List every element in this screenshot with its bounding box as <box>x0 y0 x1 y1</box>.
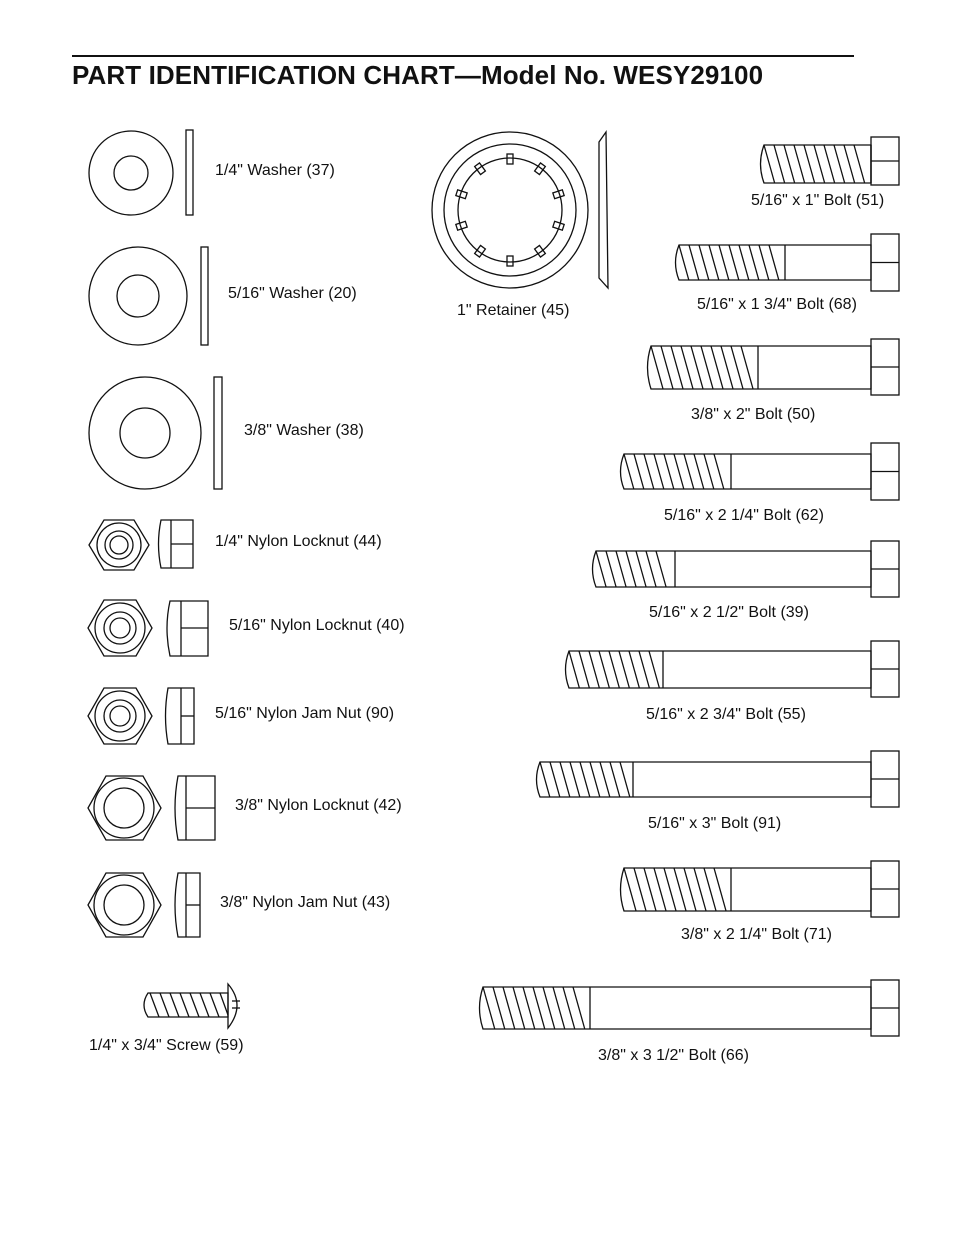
jamnut-43-drawing <box>87 872 201 938</box>
bolt-91-label: 5/16" x 3" Bolt (91) <box>648 815 782 832</box>
washer-37-drawing <box>88 129 194 216</box>
bolt-39-drawing <box>591 540 900 598</box>
washer-38-label: 3/8" Washer (38) <box>244 422 364 439</box>
bolt-68-drawing <box>674 233 900 292</box>
washer-20-drawing <box>88 246 209 346</box>
bolt-55-label: 5/16" x 2 3/4" Bolt (55) <box>646 706 806 723</box>
bolt-71-label: 3/8" x 2 1/4" Bolt (71) <box>681 926 832 943</box>
retainer-45-drawing <box>431 129 609 290</box>
screw-59-label: 1/4" x 3/4" Screw (59) <box>89 1037 244 1054</box>
washer-20-label: 5/16" Washer (20) <box>228 285 357 302</box>
locknut-44-label: 1/4" Nylon Locknut (44) <box>215 533 382 550</box>
bolt-62-drawing <box>619 442 900 501</box>
washer-38-drawing <box>88 376 223 490</box>
washer-37-label: 1/4" Washer (37) <box>215 162 335 179</box>
locknut-40-drawing <box>87 599 209 657</box>
bolt-71-drawing <box>619 860 900 918</box>
title-rule <box>72 55 854 57</box>
bolt-39-label: 5/16" x 2 1/2" Bolt (39) <box>649 604 809 621</box>
bolt-68-label: 5/16" x 1 3/4" Bolt (68) <box>697 296 857 313</box>
page-title: PART IDENTIFICATION CHART—Model No. WESY… <box>72 60 764 90</box>
bolt-62-label: 5/16" x 2 1/4" Bolt (62) <box>664 507 824 524</box>
bolt-51-drawing <box>759 136 900 186</box>
retainer-45-label: 1" Retainer (45) <box>457 302 570 319</box>
bolt-38x2-drawing <box>646 338 900 396</box>
bolt-66-drawing <box>478 979 900 1037</box>
bolt-55-drawing <box>564 640 900 698</box>
bolt-66-label: 3/8" x 3 1/2" Bolt (66) <box>598 1047 749 1064</box>
locknut-44-drawing <box>88 519 194 571</box>
jamnut-43-label: 3/8" Nylon Jam Nut (43) <box>220 894 391 911</box>
bolt-50-label: 3/8" x 2" Bolt (50) <box>691 406 816 423</box>
jamnut-90-label: 5/16" Nylon Jam Nut (90) <box>215 705 395 722</box>
locknut-40-label: 5/16" Nylon Locknut (40) <box>229 617 405 634</box>
locknut-42-label: 3/8" Nylon Locknut (42) <box>235 797 402 814</box>
jamnut-90-drawing <box>87 687 195 745</box>
screw-59-drawing <box>143 982 240 1030</box>
locknut-42-drawing <box>87 775 216 841</box>
bolt-51-label: 5/16" x 1" Bolt (51) <box>751 192 885 209</box>
bolt-91-drawing <box>535 750 900 808</box>
